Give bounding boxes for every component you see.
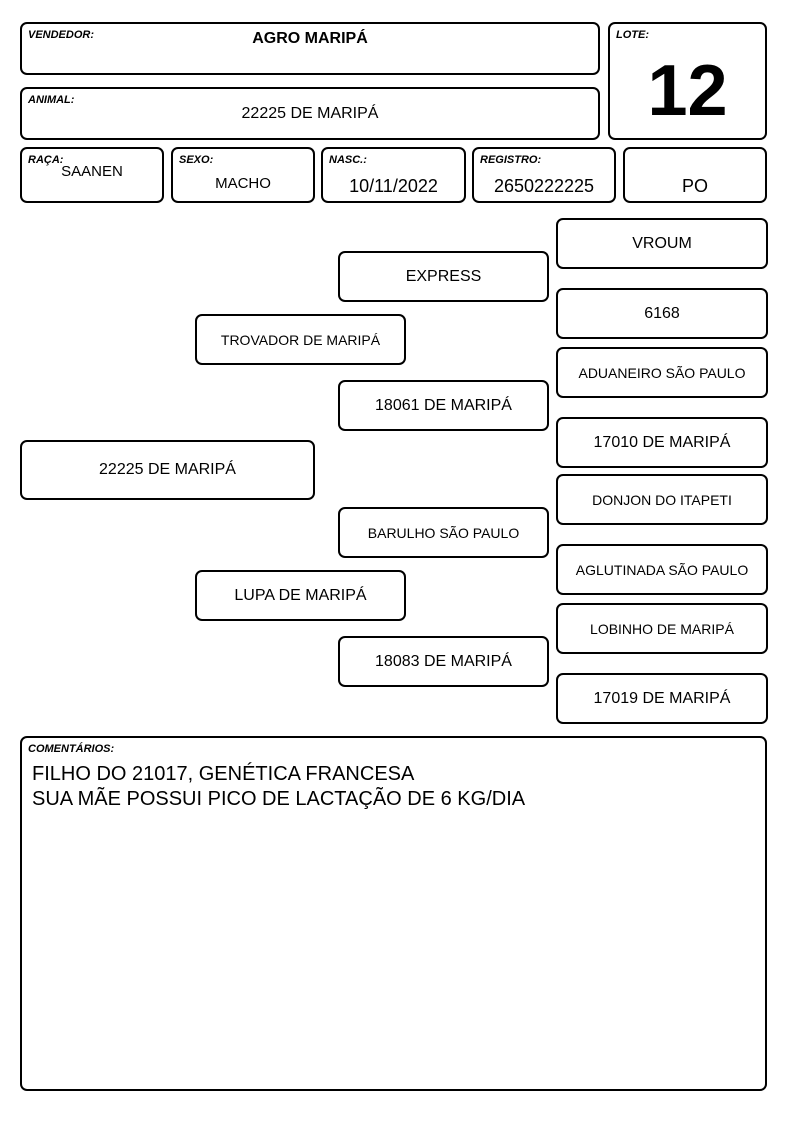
sex-value: MACHO — [215, 175, 271, 192]
sex-box: SEXO: MACHO — [171, 147, 315, 203]
pedigree-great-grandparent: AGLUTINADA SÃO PAULO — [556, 544, 768, 595]
comment-line: SUA MÃE POSSUI PICO DE LACTAÇÃO DE 6 KG/… — [32, 788, 526, 810]
breed-label: RAÇA: — [28, 154, 64, 166]
pedigree-sire: TROVADOR DE MARIPÁ — [195, 314, 406, 365]
lot-number: 12 — [647, 51, 728, 131]
comments-label: COMENTÁRIOS: — [28, 743, 115, 755]
pedigree-dam: LUPA DE MARIPÁ — [195, 570, 406, 621]
pedigree-paternal-granddam: 18061 DE MARIPÁ — [338, 380, 549, 431]
breed-box: RAÇA: SAANEN — [20, 147, 164, 203]
birth-date-box: NASC.: 10/11/2022 — [321, 147, 466, 203]
breed-value: SAANEN — [61, 163, 123, 180]
comments-text: FILHO DO 21017, GENÉTICA FRANCESA SUA MÃ… — [32, 762, 755, 812]
seller-value: AGRO MARIPÁ — [252, 30, 368, 47]
pedigree-great-grandparent: VROUM — [556, 218, 768, 269]
animal-label: ANIMAL: — [28, 94, 75, 106]
comments-box: COMENTÁRIOS: FILHO DO 21017, GENÉTICA FR… — [20, 736, 767, 1091]
animal-value: 22225 DE MARIPÁ — [241, 105, 379, 122]
pedigree-great-grandparent: 17010 DE MARIPÁ — [556, 417, 768, 468]
sex-label: SEXO: — [179, 154, 214, 166]
seller-label: VENDEDOR: — [28, 29, 95, 41]
pedigree-paternal-grandsire: EXPRESS — [338, 251, 549, 302]
pedigree-great-grandparent: 6168 — [556, 288, 768, 339]
registry-value: 2650222225 — [493, 176, 595, 196]
category-box: PO — [623, 147, 767, 203]
pedigree-great-grandparent: LOBINHO DE MARIPÁ — [556, 603, 768, 654]
registry-label: REGISTRO: — [480, 154, 542, 166]
animal-box: ANIMAL: 22225 DE MARIPÁ — [20, 87, 600, 140]
pedigree-maternal-granddam: 18083 DE MARIPÁ — [338, 636, 549, 687]
pedigree-great-grandparent: DONJON DO ITAPETI — [556, 474, 768, 525]
pedigree-animal: 22225 DE MARIPÁ — [20, 440, 315, 500]
category-value: PO — [681, 176, 708, 196]
birth-date-label: NASC.: — [329, 154, 367, 166]
pedigree-great-grandparent: ADUANEIRO SÃO PAULO — [556, 347, 768, 398]
seller-box: VENDEDOR: AGRO MARIPÁ — [20, 22, 600, 75]
registry-box: REGISTRO: 2650222225 — [472, 147, 616, 203]
pedigree-great-grandparent: 17019 DE MARIPÁ — [556, 673, 768, 724]
lot-label: LOTE: — [616, 29, 649, 41]
birth-date-value: 10/11/2022 — [349, 176, 438, 196]
comment-line: FILHO DO 21017, GENÉTICA FRANCESA — [32, 763, 415, 785]
lot-box: LOTE: 12 — [608, 22, 767, 140]
pedigree-maternal-grandsire: BARULHO SÃO PAULO — [338, 507, 549, 558]
